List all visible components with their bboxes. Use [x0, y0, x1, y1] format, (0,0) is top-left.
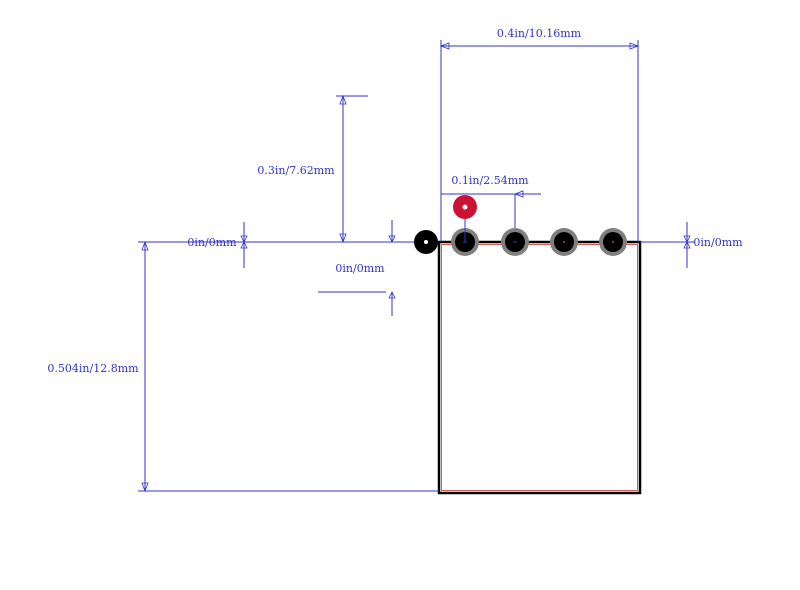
- dimension-pitch-total: 0.4in/10.16mm: [439, 27, 640, 242]
- label-offset-vertical: 0.3in/7.62mm: [257, 164, 335, 177]
- label-zero-center: 0in/0mm: [335, 262, 385, 275]
- label-pitch-single: 0.1in/2.54mm: [451, 174, 529, 187]
- dimension-zero-center: 0in/0mm: [318, 220, 396, 316]
- pad-6: [453, 195, 477, 242]
- label-zero-right: 0in/0mm: [693, 236, 743, 249]
- pad-4: [550, 228, 578, 256]
- component-body-outline: [437, 240, 642, 495]
- dimension-zero-right: 0in/0mm: [640, 222, 743, 268]
- dimension-body-height: 0.504in/12.8mm: [47, 240, 439, 493]
- dimension-offset-vertical: 0.3in/7.62mm: [257, 94, 368, 244]
- pad-5: [599, 228, 627, 256]
- label-zero-left: 0in/0mm: [187, 236, 237, 249]
- pad-3: [501, 228, 529, 256]
- dimension-zero-left: 0in/0mm: [187, 222, 248, 268]
- pad-1: [414, 230, 438, 254]
- label-pitch-total: 0.4in/10.16mm: [497, 27, 582, 40]
- label-body-height: 0.504in/12.8mm: [47, 362, 139, 375]
